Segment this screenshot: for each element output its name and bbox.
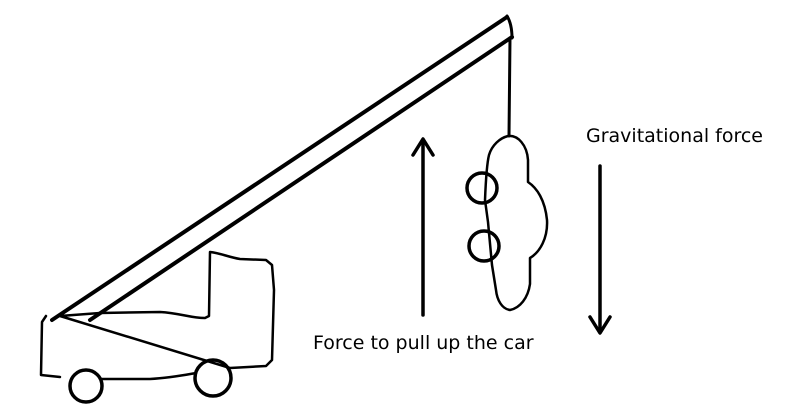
truck-body xyxy=(39,250,276,381)
truck-wheel-front xyxy=(193,358,233,398)
crane-truck xyxy=(39,250,276,404)
car-wheel-bottom xyxy=(467,229,501,263)
boom-lower-line xyxy=(88,35,514,322)
crane-boom xyxy=(50,14,514,322)
car-body xyxy=(483,134,549,312)
boom-tip xyxy=(505,14,514,40)
gravity-force-arrow xyxy=(588,164,612,335)
pull-force-label: Force to pull up the car xyxy=(313,332,534,354)
rope xyxy=(507,36,512,138)
truck-wheel-rear xyxy=(68,368,104,404)
hanging-car xyxy=(465,134,549,312)
boom-upper-line xyxy=(50,15,509,322)
pull-force-arrow xyxy=(411,137,435,317)
car-wheel-top xyxy=(465,171,499,205)
arrow-up-icon xyxy=(411,137,435,157)
arrow-down-icon xyxy=(588,315,612,335)
gravitational-force-label: Gravitational force xyxy=(586,125,763,147)
